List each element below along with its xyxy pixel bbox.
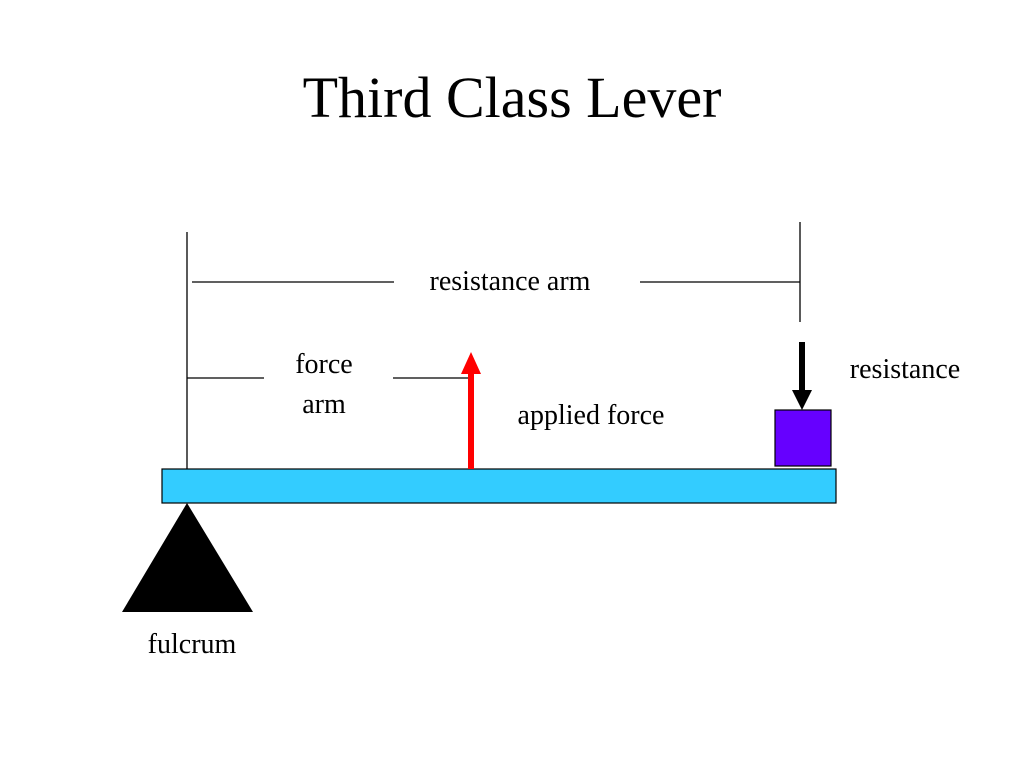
resistance-load-block <box>774 409 832 467</box>
applied-force-arrow-head <box>461 352 481 374</box>
applied-force-arrow <box>461 352 481 469</box>
fulcrum-triangle <box>122 503 253 612</box>
slide-title: Third Class Lever <box>302 65 722 130</box>
resistance-arm-label: resistance arm <box>396 262 624 302</box>
lever-beam <box>161 468 837 504</box>
force-arm-label: force arm <box>268 345 380 425</box>
applied-force-label: applied force <box>496 396 686 436</box>
resistance-arrow-head <box>792 390 812 410</box>
force-arm-label-line1: force <box>295 349 353 380</box>
resistance-label: resistance <box>832 350 978 390</box>
force-arm-label-line2: arm <box>302 389 346 420</box>
fulcrum-label: fulcrum <box>124 625 260 665</box>
dimension-lines <box>186 222 801 480</box>
resistance-arrow <box>792 342 812 410</box>
